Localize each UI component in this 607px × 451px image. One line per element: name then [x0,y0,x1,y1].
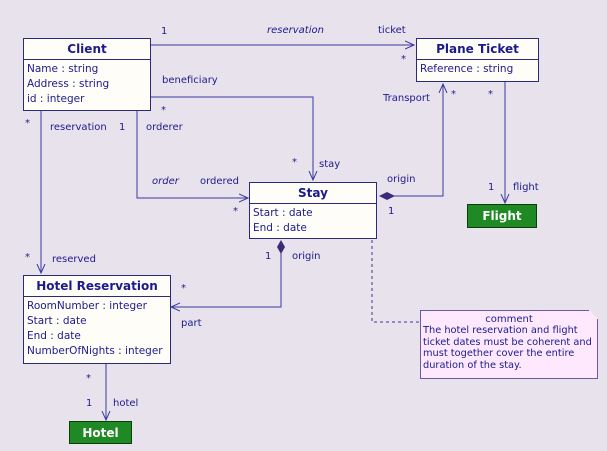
role-label: flight [513,182,539,193]
class-stay-title: Stay [250,183,376,204]
class-plane-ticket[interactable]: Plane Ticket Reference : string [416,38,539,82]
class-plane-ticket-title: Plane Ticket [417,39,538,60]
role-label: orderer [146,122,183,133]
multiplicity-label: 1 [119,122,126,133]
role-label: Transport [383,93,430,104]
note-line: ticket dates must be coherent and [423,336,592,348]
role-label: ticket [378,25,406,36]
edge-stay-comment [371,240,420,323]
role-label: reservation [267,25,324,36]
note-line: duration of the stay. [423,359,522,371]
class-client-title: Client [24,39,150,60]
note-title: comment [485,314,533,325]
multiplicity-label: * [292,157,297,168]
note-line: must together cover the entire [423,348,575,359]
role-label: stay [319,159,341,170]
multiplicity-label: 1 [488,182,495,193]
multiplicity-label: 1 [86,398,93,409]
class-attribute: RoomNumber : integer [27,300,147,312]
edge-client-stay-order [136,110,248,198]
class-attribute: Start : date [253,207,313,219]
multiplicity-label: * [233,206,238,217]
class-hotel-reservation-title: Hotel Reservation [24,276,170,297]
edge-stay-hotel-reservation [171,253,282,307]
class-attribute: Reference : string [420,63,514,75]
class-attribute: Name : string [27,63,99,75]
class-stay[interactable]: Stay Start : date End : date [249,182,377,239]
class-flight[interactable]: Flight [467,204,537,228]
edge-client-stay-beneficiary [151,96,313,180]
role-label: reservation [50,122,107,133]
multiplicity-label: * [488,89,493,100]
class-attribute: End : date [253,222,307,234]
role-label: hotel [113,398,139,409]
role-label: origin [387,174,416,185]
comment-note[interactable]: comment The hotel reservation and flight… [420,310,598,379]
multiplicity-label: * [161,105,166,116]
multiplicity-label: * [451,89,456,100]
note-corner-fold [589,310,598,319]
class-client[interactable]: Client Name : string Address : string id… [23,38,151,111]
multiplicity-label: * [86,373,91,384]
multiplicity-label: * [181,283,186,294]
multiplicity-label: 1 [388,206,395,217]
edge-stay-plane-ticket [380,84,443,197]
composition-diamond-stay-ticket [379,192,395,200]
multiplicity-label: * [401,54,406,65]
class-attribute: Address : string [27,78,110,90]
multiplicity-label: 1 [265,251,272,262]
multiplicity-label: 1 [161,26,168,37]
role-label: reserved [52,254,96,265]
multiplicity-label: * [25,252,30,263]
role-label: ordered [200,176,239,187]
role-label: beneficiary [162,75,218,86]
role-label: order [152,176,179,187]
class-attribute: NumberOfNights : integer [27,345,163,357]
note-line: The hotel reservation and flight [423,325,578,336]
multiplicity-label: * [25,118,30,129]
class-attribute: Start : date [27,315,87,327]
class-hotel-reservation[interactable]: Hotel Reservation RoomNumber : integer S… [23,275,171,364]
composition-diamond-stay-hotel [277,240,285,254]
class-attribute: End : date [27,330,81,342]
role-label: origin [292,251,321,262]
class-hotel[interactable]: Hotel [69,421,132,444]
role-label: part [181,318,202,329]
class-attribute: id : integer [27,93,85,105]
